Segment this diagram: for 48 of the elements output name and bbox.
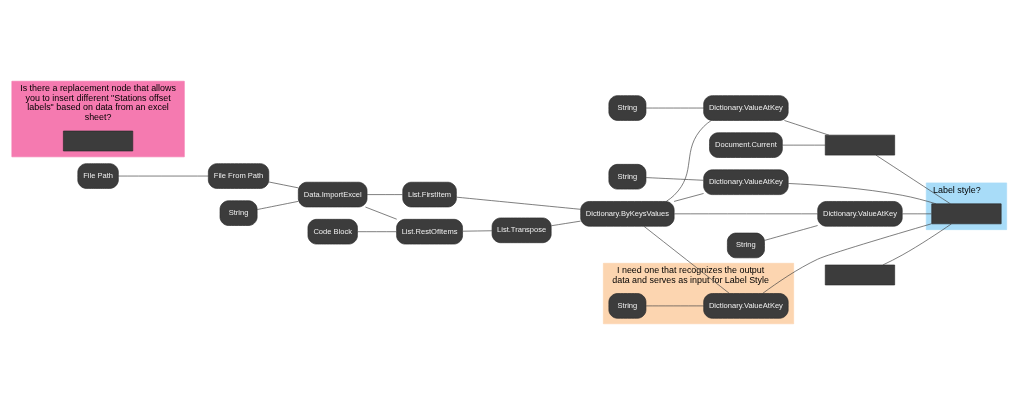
connector <box>782 144 826 146</box>
node-box <box>931 203 1002 225</box>
node-box: Document.Current <box>709 132 783 158</box>
connector <box>456 196 581 210</box>
node-box: File Path <box>77 163 119 189</box>
connector <box>674 213 818 215</box>
connector <box>357 231 397 233</box>
node-box <box>63 130 134 152</box>
connector <box>784 120 830 136</box>
node-box <box>824 134 895 156</box>
connector <box>365 206 398 220</box>
node-box: String <box>608 164 647 190</box>
connector <box>875 154 951 205</box>
node-box: File From Path <box>208 163 270 189</box>
connector <box>366 194 404 195</box>
node-box: Code Block <box>307 219 358 245</box>
node-box: List.Transpose <box>491 217 552 244</box>
node-box: String <box>727 232 765 259</box>
connector <box>256 201 299 210</box>
node-box: String <box>608 95 647 121</box>
cluster: Label style? <box>925 182 1007 230</box>
node-box: Data.ImportExcel <box>298 181 368 208</box>
connector <box>762 223 932 294</box>
connector <box>551 220 581 227</box>
connector <box>882 223 952 266</box>
connector <box>902 213 932 215</box>
connector <box>462 230 493 232</box>
connector <box>665 120 712 202</box>
connector <box>645 107 704 109</box>
node-box <box>824 264 895 286</box>
connector <box>787 183 937 205</box>
connector <box>643 225 730 294</box>
node-box: Dictionary.ValueAtKey <box>703 95 789 121</box>
node-box: Dictionary.ByKeysValues <box>580 201 675 227</box>
connector <box>764 225 818 241</box>
node-box: Dictionary.ValueAtKey <box>703 169 789 195</box>
node-box: String <box>219 200 258 226</box>
cluster: Is there a replacement node that allows you to insert different "Stations offset labels" based on data from an excel sheet? <box>11 80 185 158</box>
connector <box>118 175 209 177</box>
node-box: Dictionary.ValueAtKey <box>703 293 789 319</box>
connector <box>645 305 704 307</box>
connector <box>673 193 704 202</box>
connector <box>268 181 299 189</box>
node-box: String <box>608 293 647 319</box>
node-box: List.FirstItem <box>402 181 457 208</box>
node-box: Dictionary.ValueAtKey <box>817 201 903 227</box>
node-box: List.RestOfItems <box>396 219 463 245</box>
connector <box>645 177 704 181</box>
